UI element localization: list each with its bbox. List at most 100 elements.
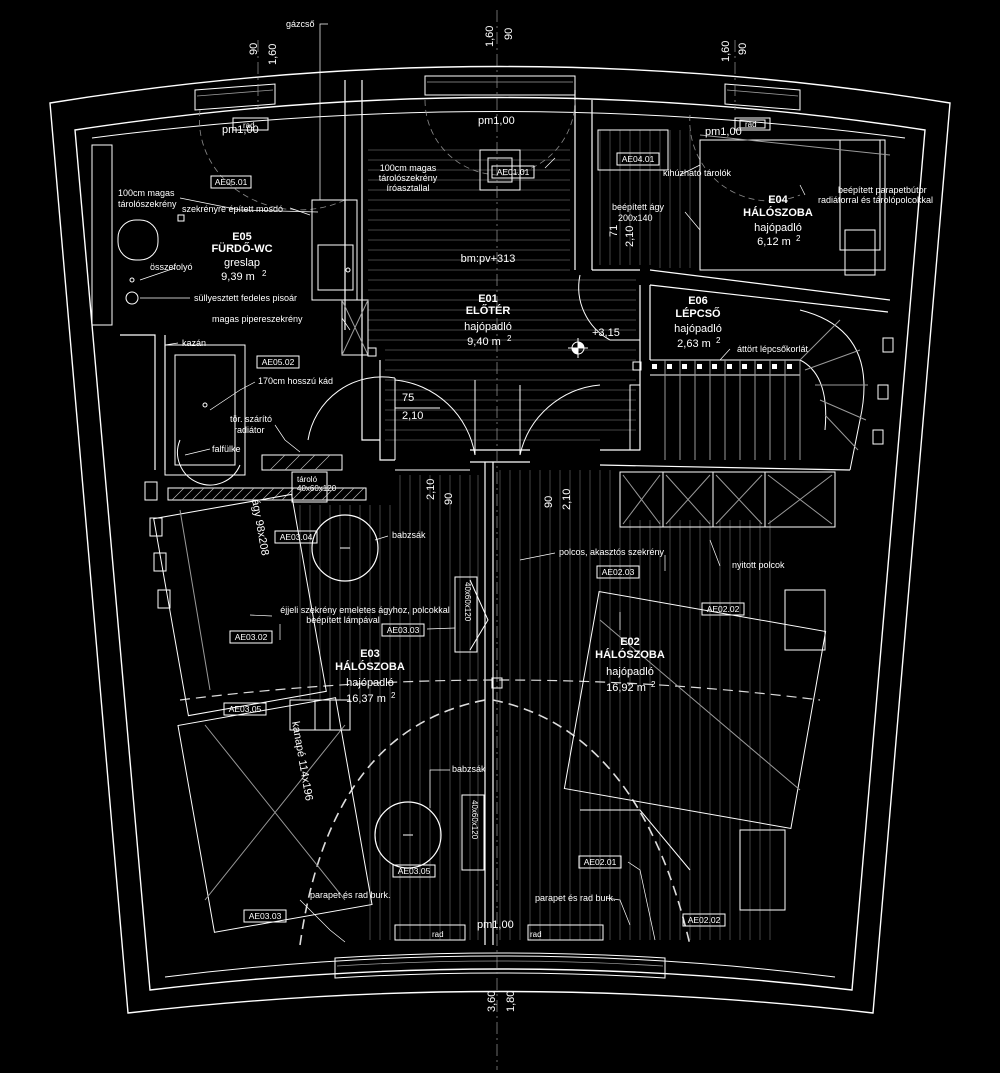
doors bbox=[199, 99, 801, 460]
label-rad-e05: rad bbox=[243, 121, 255, 130]
room-e02: E02 HÁLÓSZOBA hajópadló 16,92 m 2 bbox=[595, 636, 665, 694]
room-e02-floor: hajópadló bbox=[606, 666, 654, 678]
interior-walls bbox=[120, 80, 891, 945]
room-e01-id: E01 bbox=[478, 293, 498, 305]
room-e03-id: E03 bbox=[360, 648, 380, 660]
dim-door-e02-1: 90 bbox=[543, 496, 555, 508]
label-parapetbutor-2: radiátorral és tárolópolcokkal bbox=[818, 195, 933, 205]
label-attort: áttört lépcsőkorlát bbox=[737, 344, 809, 354]
dim-bottom-center-2: 1,80 bbox=[505, 991, 517, 1012]
stairs-e06 bbox=[629, 309, 868, 471]
label-kazan: kazán bbox=[182, 338, 206, 348]
dim-top-right-1: 1,60 bbox=[720, 41, 732, 62]
room-e01-floor: hajópadló bbox=[464, 321, 512, 333]
room-e02-area-sup: 2 bbox=[651, 680, 656, 689]
room-e05-id: E05 bbox=[232, 231, 252, 243]
dim-top-center-2: 90 bbox=[503, 28, 515, 40]
reference-codes: AE05.01 AE01.01 AE04.01 AE05.02 AE03.04 … bbox=[210, 152, 745, 927]
room-e04-area-sup: 2 bbox=[796, 234, 801, 243]
room-e05-area-sup: 2 bbox=[262, 269, 267, 278]
code-ae0502: AE05.02 bbox=[262, 357, 295, 367]
dashed-arcs bbox=[179, 679, 821, 946]
label-pm100-e05: pm1,00 bbox=[222, 124, 259, 136]
room-e04-name: HÁLÓSZOBA bbox=[743, 206, 813, 219]
label-agy: ágy 98x208 bbox=[249, 498, 271, 556]
label-parapet-burk-e02: parapet és rad burk. bbox=[535, 893, 616, 903]
floor-planks-e04 bbox=[599, 130, 691, 268]
label-polcos: polcos, akasztós szekrény bbox=[559, 547, 665, 557]
label-szarito-1: tör. szárító bbox=[230, 414, 272, 424]
room-e01-level: bm:pv+313 bbox=[461, 253, 516, 265]
room-e04-area: 6,12 m bbox=[757, 236, 791, 248]
dim-door-e04-1: 71 bbox=[608, 225, 620, 237]
label-rad-e02: rad bbox=[530, 930, 542, 939]
room-e05: E05 FÜRDŐ-WC greslap 9,39 m 2 bbox=[211, 231, 272, 283]
label-iroasztal-2: tárolószekrény bbox=[379, 173, 438, 183]
code-ae0303-top: AE03.03 bbox=[387, 625, 420, 635]
code-ae0303-bottom: AE03.03 bbox=[249, 911, 282, 921]
room-e01-area-sup: 2 bbox=[507, 334, 512, 343]
label-pm100-bottom: pm1,00 bbox=[477, 919, 514, 931]
dim-top-center-1: 1,60 bbox=[484, 26, 496, 47]
label-small-tag-3: 40x60x120 bbox=[470, 800, 479, 840]
code-ae0401: AE04.01 bbox=[622, 154, 655, 164]
label-small-tag-2: 40x60x120 bbox=[463, 582, 472, 622]
room-e06-area-sup: 2 bbox=[716, 336, 721, 345]
exterior-walls bbox=[49, 65, 951, 1014]
dim-door-e01-2: 2,10 bbox=[402, 410, 423, 422]
code-ae0305-bottom: AE03.05 bbox=[398, 866, 431, 876]
label-ejjeli-1: éjjeli szekrény emeletes ágyhoz, polcokk… bbox=[280, 605, 450, 615]
room-e04-floor: hajópadló bbox=[754, 222, 802, 234]
room-e01-area: 9,40 m bbox=[467, 336, 501, 348]
floor-planks-e01 bbox=[368, 149, 636, 441]
label-piperes: magas pipereszekrény bbox=[212, 314, 303, 324]
room-e04-id: E04 bbox=[768, 194, 788, 206]
code-ae0304: AE03.04 bbox=[280, 532, 313, 542]
label-taroloszekreny-1: 100cm magas bbox=[118, 188, 175, 198]
room-e03: E03 HÁLÓSZOBA hajópadló 16,37 m 2 bbox=[335, 648, 405, 705]
label-iroasztal-3: íróasztallal bbox=[386, 183, 429, 193]
label-babzsak-2: babzsák bbox=[452, 764, 486, 774]
room-e05-area: 9,39 m bbox=[221, 271, 255, 283]
label-pm100-e04: pm1,00 bbox=[705, 126, 742, 138]
code-ae0202-bottom: AE02.02 bbox=[688, 915, 721, 925]
room-e04: E04 HÁLÓSZOBA hajópadló 6,12 m 2 bbox=[743, 194, 813, 248]
dim-door-e04-2: 2,10 bbox=[624, 226, 636, 247]
dim-door-e01-1: 75 bbox=[402, 392, 414, 404]
label-falfulke: falfülke bbox=[212, 444, 241, 454]
code-ae0202-top: AE02.02 bbox=[707, 604, 740, 614]
room-e03-area-sup: 2 bbox=[391, 691, 396, 700]
label-level-315: +3,15 bbox=[592, 327, 620, 339]
label-gazcso: gázcső bbox=[286, 19, 315, 29]
room-e06-id: E06 bbox=[688, 295, 708, 307]
label-pisoar: süllyesztett fedeles pisoár bbox=[194, 293, 297, 303]
label-szarito-2: radiátor bbox=[234, 425, 265, 435]
room-e03-area: 16,37 m bbox=[346, 693, 386, 705]
label-parapet-burk-e03: parapet és rad burk. bbox=[310, 890, 391, 900]
label-ejjeli-2: beépített lámpával bbox=[306, 615, 380, 625]
dim-top-right-2: 90 bbox=[737, 43, 749, 55]
code-ae0201: AE02.01 bbox=[584, 857, 617, 867]
label-rad-e03: rad bbox=[432, 930, 444, 939]
room-e01-name: ELŐTÉR bbox=[466, 304, 511, 317]
label-kihuzhato: kihúzható tárolók bbox=[663, 168, 732, 178]
room-e02-id: E02 bbox=[620, 636, 640, 648]
dimensions: 1,60 90 90 1,60 1,60 90 75 2,10 71 2,10 … bbox=[248, 26, 749, 1012]
label-mosdo: szekrényre épített mosdó bbox=[182, 204, 283, 214]
dim-top-left-2: 1,60 bbox=[267, 44, 279, 65]
label-rad-e04: rad bbox=[745, 120, 757, 129]
label-beepitett-agy-1: beépített ágy bbox=[612, 202, 665, 212]
code-ae0203: AE02.03 bbox=[602, 567, 635, 577]
hatched-walls bbox=[171, 487, 365, 501]
label-taroloszekreny-2: tárolószekrény bbox=[118, 199, 177, 209]
dim-door-e03-1: 2,10 bbox=[425, 479, 437, 500]
room-e05-floor: greslap bbox=[224, 257, 260, 269]
room-e06-name: LÉPCSŐ bbox=[675, 307, 721, 320]
room-e02-area: 16,92 m bbox=[606, 682, 646, 694]
label-osszefolyo: összefolyó bbox=[150, 262, 193, 272]
floor-planks-e02 bbox=[499, 470, 771, 940]
label-small-tag-1: tároló bbox=[297, 475, 318, 484]
dim-door-e03-2: 90 bbox=[443, 493, 455, 505]
floor-planks-e03 bbox=[299, 475, 479, 940]
